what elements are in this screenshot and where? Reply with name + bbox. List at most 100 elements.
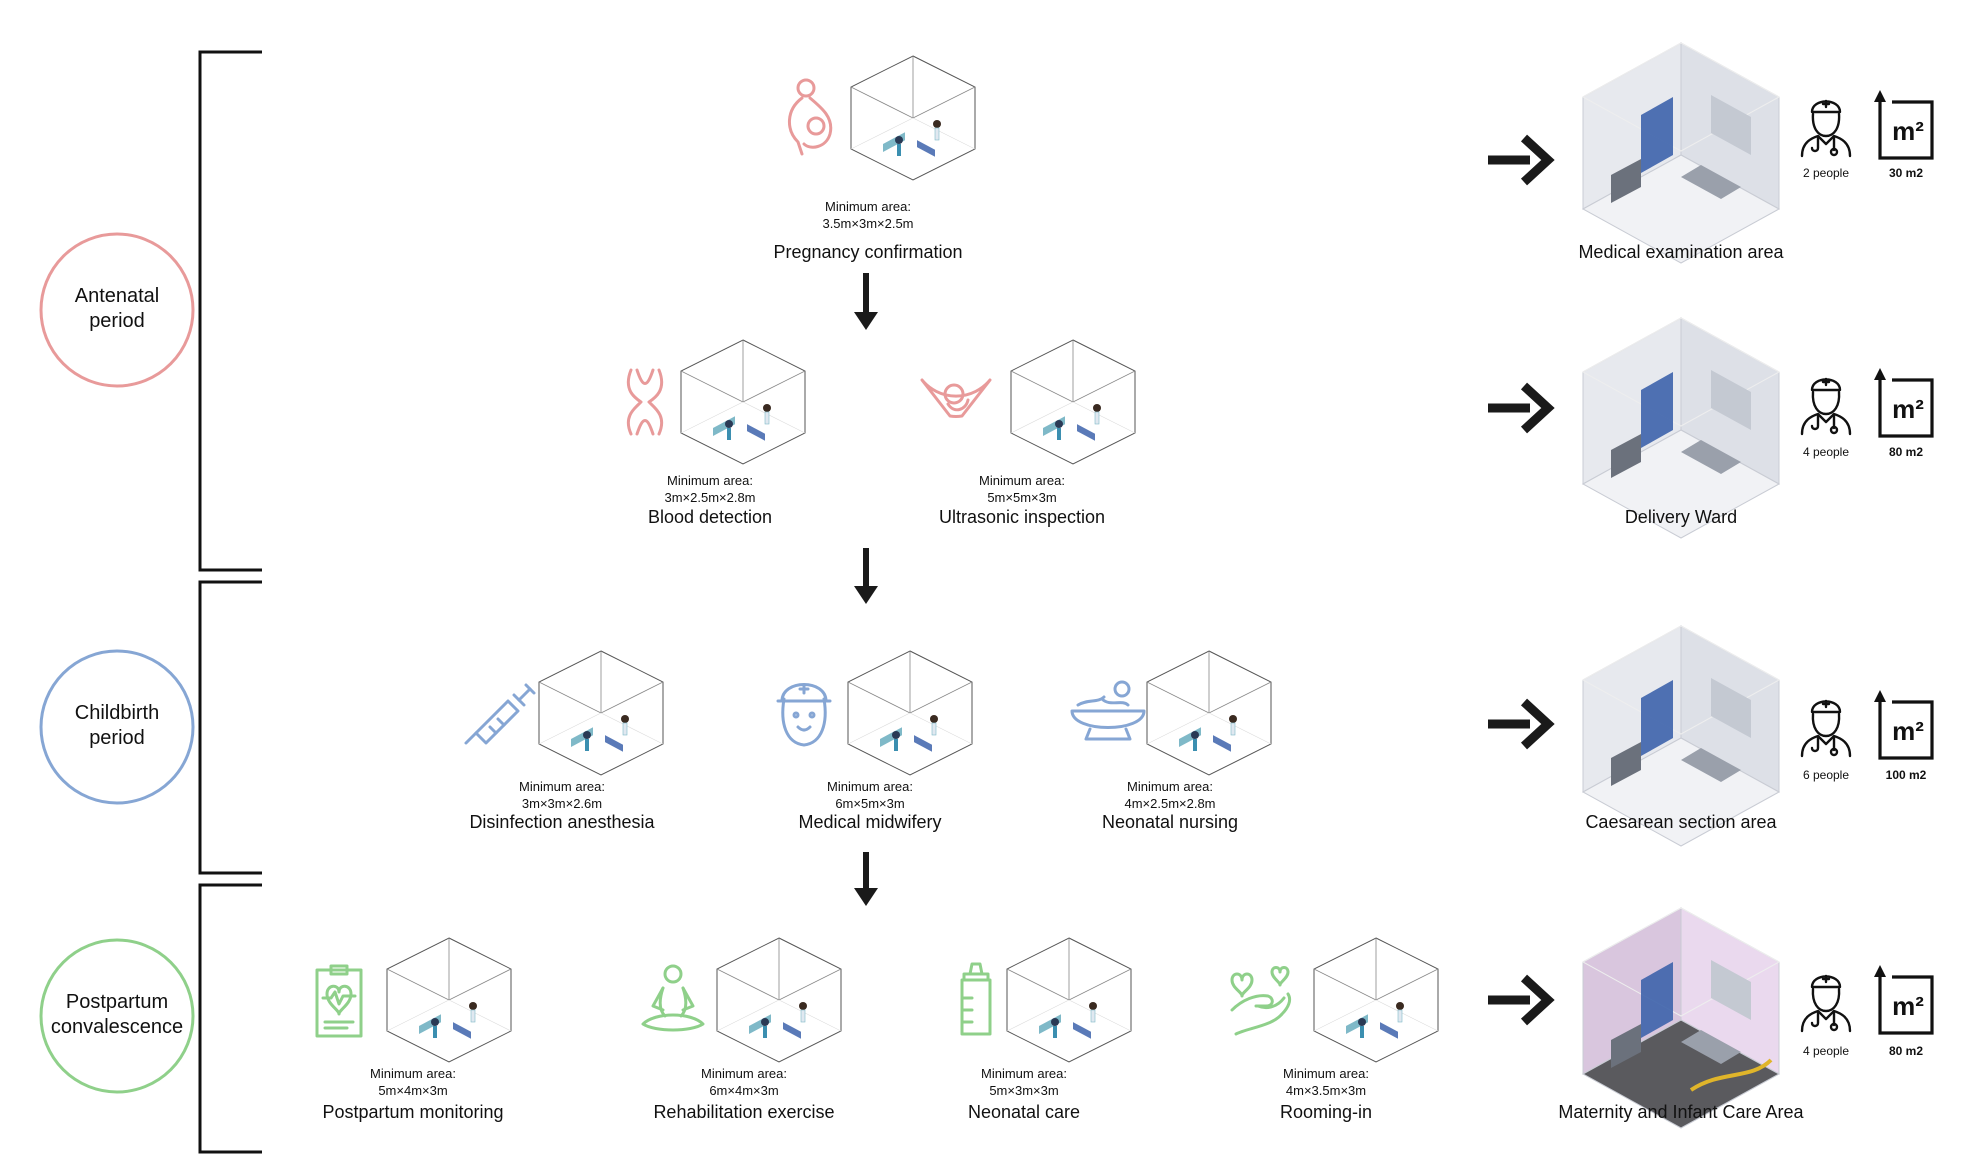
destination-label: Caesarean section area xyxy=(1585,812,1777,832)
square-meter-icon: m² xyxy=(1874,690,1934,760)
room-dimensions: 3m×3m×2.6m xyxy=(521,796,603,811)
minimum-area-label: Minimum area: 4m×2.5m×2.8m xyxy=(1070,778,1270,812)
chromosome-icon xyxy=(626,368,664,436)
room-cube xyxy=(538,650,664,776)
phase-childbirth xyxy=(39,649,195,805)
area-size: 30 m2 xyxy=(1888,166,1924,180)
area-size: 80 m2 xyxy=(1888,1044,1924,1058)
minimum-area-label: Minimum area:3m×2.5m×2.8m xyxy=(610,472,810,506)
room-cube xyxy=(1146,650,1272,776)
square-meter-symbol: m² xyxy=(1892,716,1924,746)
syringe-icon xyxy=(464,683,536,745)
destination-label: Medical examination area xyxy=(1578,242,1784,262)
room-dimensions: 6m×4m×3m xyxy=(709,1083,779,1098)
room-cube xyxy=(1313,937,1439,1063)
minimum-area-label: Minimum area: 6m×4m×3m xyxy=(644,1065,844,1099)
phase-label: Postpartum convalescence xyxy=(50,991,184,1038)
minimum-area-caption: Minimum area: xyxy=(1127,779,1213,794)
room-dimensions: 4m×2.5m×2.8m xyxy=(1124,796,1216,811)
room-cube xyxy=(716,937,842,1063)
room-dimensions: 5m×3m×3m xyxy=(989,1083,1059,1098)
minimum-area-label: Minimum area: 3.5m×3m×2.5m xyxy=(768,198,968,232)
minimum-area-label: Minimum area: 5m×4m×3m xyxy=(313,1065,513,1099)
baby-bath-icon xyxy=(1070,680,1146,741)
step-label: Pregnancy confirmation xyxy=(773,242,963,262)
step-label: Disinfection anesthesia xyxy=(469,812,655,832)
minimum-area-label: Minimum area: 6m×5m×3m xyxy=(770,778,970,812)
room-render xyxy=(1581,907,1781,1129)
step-label: Blood detection xyxy=(647,507,773,527)
area-size: 80 m2 xyxy=(1888,445,1924,459)
right-arrow xyxy=(1488,382,1555,434)
minimum-area-caption: Minimum area: xyxy=(370,1066,456,1081)
mother-baby-hands-icon xyxy=(1230,966,1292,1036)
phase-label: Childbirth period xyxy=(74,702,160,749)
step-label: Neonatal nursing xyxy=(1101,812,1239,832)
phase-bracket xyxy=(198,883,262,1154)
minimum-area-caption: Minimum area: xyxy=(519,779,605,794)
down-arrow xyxy=(854,852,878,906)
step-label: Medical midwifery xyxy=(798,812,942,832)
doctor-icon xyxy=(1800,377,1852,436)
doctor-icon xyxy=(1800,99,1852,158)
square-meter-symbol: m² xyxy=(1892,991,1924,1021)
phase-postpartum xyxy=(39,938,195,1094)
square-meter-symbol: m² xyxy=(1892,116,1924,146)
step-label: Postpartum monitoring xyxy=(322,1102,504,1122)
baby-bottle-icon xyxy=(960,962,992,1036)
meditation-icon xyxy=(641,964,705,1032)
down-arrow xyxy=(854,273,878,330)
minimum-area-caption: Minimum area: xyxy=(1283,1066,1369,1081)
minimum-area-label: Minimum area:4m×3.5m×3m xyxy=(1226,1065,1426,1099)
room-render xyxy=(1581,625,1781,847)
room-dimensions: 5m×4m×3m xyxy=(378,1083,448,1098)
area-size: 100 m2 xyxy=(1885,768,1927,782)
minimum-area-label: Minimum area: 3m×3m×2.6m xyxy=(462,778,662,812)
minimum-area-caption: Minimum area: xyxy=(981,1066,1067,1081)
room-dimensions: 5m×5m×3m xyxy=(987,490,1057,505)
pregnant-woman-icon xyxy=(788,78,833,156)
square-meter-symbol: m² xyxy=(1892,394,1924,424)
step-label: Neonatal care xyxy=(967,1102,1081,1122)
right-arrow xyxy=(1488,698,1555,750)
phase-label: Antenatal period xyxy=(74,285,160,332)
room-cube xyxy=(1006,937,1132,1063)
heart-monitor-clipboard-icon xyxy=(315,964,363,1038)
phase-circle xyxy=(39,938,195,1094)
people-count: 4 people xyxy=(1802,445,1850,459)
phase-antenatal xyxy=(39,232,195,388)
down-arrow xyxy=(854,548,878,604)
step-label: Rehabilitation exercise xyxy=(653,1102,835,1122)
ultrasound-fetus-icon xyxy=(920,378,992,418)
doctor-icon xyxy=(1800,974,1852,1033)
room-dimensions: 6m×5m×3m xyxy=(835,796,905,811)
room-dimensions: 3m×2.5m×2.8m xyxy=(664,490,756,505)
right-arrow xyxy=(1488,134,1555,186)
minimum-area-caption: Minimum area: xyxy=(825,199,911,214)
minimum-area-caption: Minimum area: xyxy=(827,779,913,794)
minimum-area-label: Minimum area: 5m×3m×3m xyxy=(924,1065,1124,1099)
people-count: 6 people xyxy=(1802,768,1850,782)
room-cube xyxy=(680,339,806,465)
doctor-icon xyxy=(1800,699,1852,758)
room-cube xyxy=(847,650,973,776)
right-arrow xyxy=(1488,974,1555,1026)
people-count: 2 people xyxy=(1802,166,1850,180)
step-label: Ultrasonic inspection xyxy=(938,507,1106,527)
room-cube xyxy=(850,55,976,181)
destination-label: Delivery Ward xyxy=(1624,507,1738,527)
step-label: Rooming-in xyxy=(1279,1102,1373,1122)
destination-label: Maternity and Infant Care Area xyxy=(1558,1102,1804,1122)
room-dimensions: 3.5m×3m×2.5m xyxy=(822,216,914,231)
people-count: 4 people xyxy=(1802,1044,1850,1058)
nurse-icon xyxy=(776,683,832,747)
square-meter-icon: m² xyxy=(1874,368,1934,438)
phase-bracket xyxy=(198,580,262,875)
room-cube xyxy=(386,937,512,1063)
square-meter-icon: m² xyxy=(1874,90,1934,160)
minimum-area-label: Minimum area:5m×5m×3m xyxy=(922,472,1122,506)
phase-circle xyxy=(39,649,195,805)
phase-bracket xyxy=(198,50,262,572)
minimum-area-caption: Minimum area: xyxy=(701,1066,787,1081)
